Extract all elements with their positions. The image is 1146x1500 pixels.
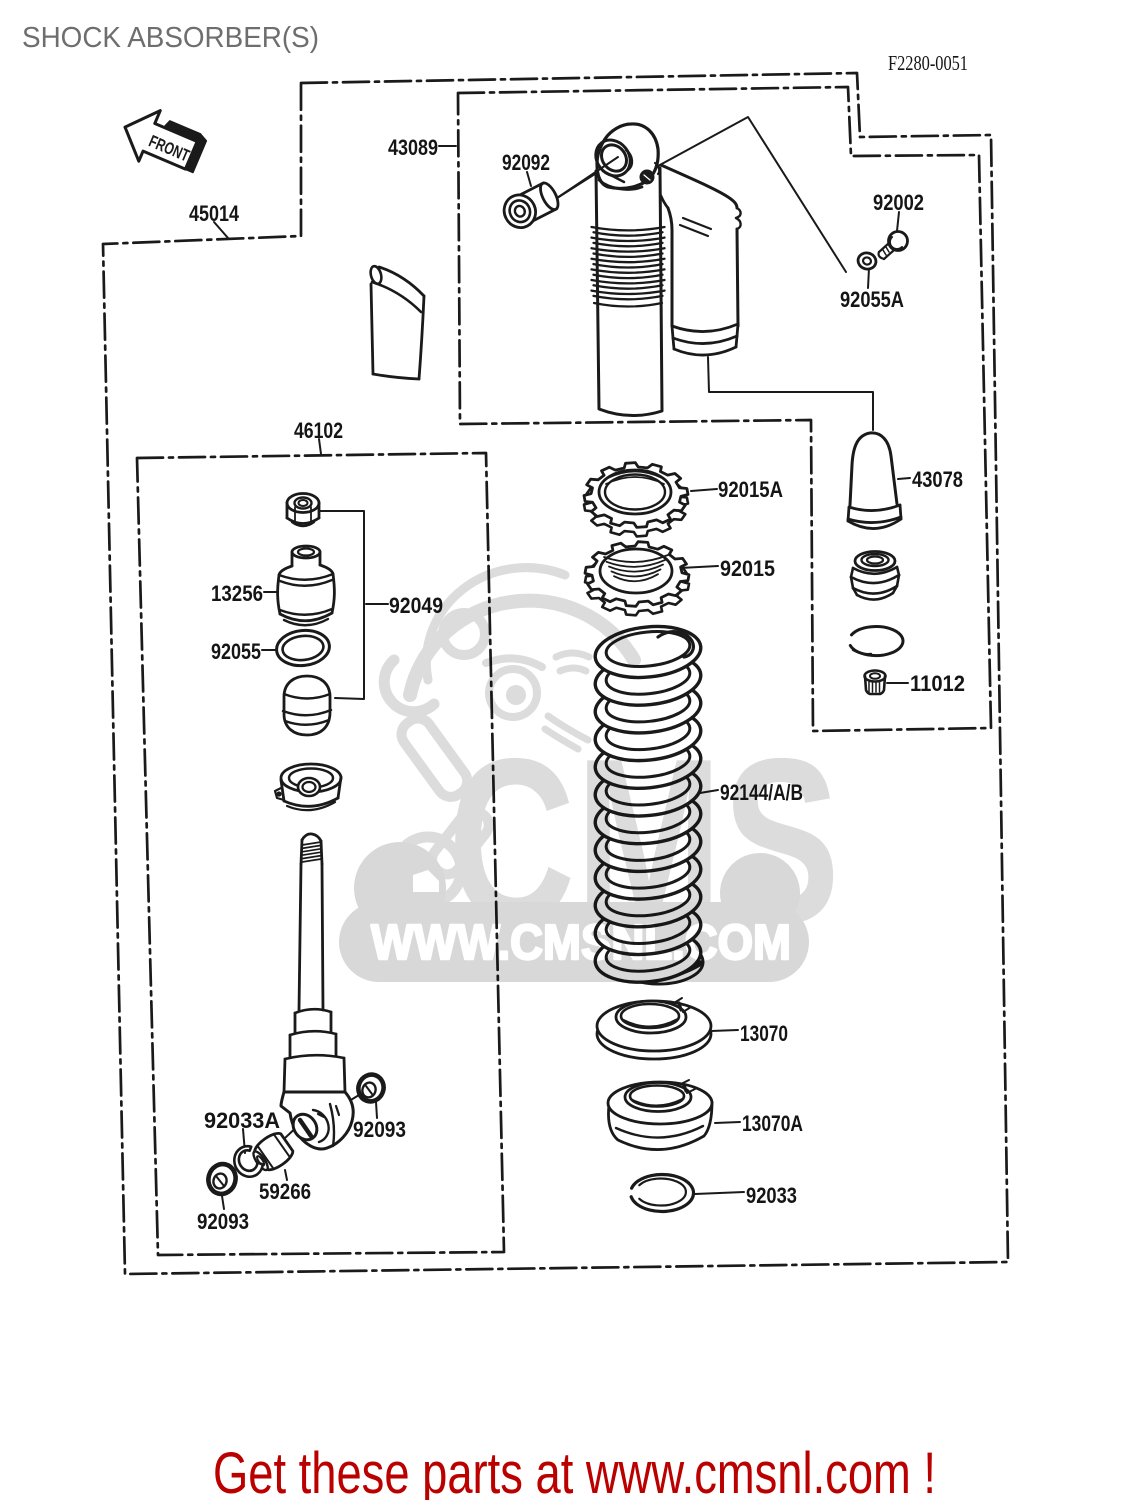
- svg-text:46102: 46102: [294, 418, 343, 443]
- svg-text:13256: 13256: [211, 581, 263, 606]
- svg-text:11012: 11012: [910, 671, 965, 696]
- svg-text:45014: 45014: [189, 201, 240, 226]
- svg-text:92055A: 92055A: [840, 287, 904, 312]
- svg-text:92033A: 92033A: [204, 1108, 280, 1133]
- svg-text:92092: 92092: [502, 150, 550, 175]
- svg-text:92015A: 92015A: [718, 477, 783, 502]
- svg-text:92049: 92049: [389, 593, 443, 618]
- svg-text:WWW.CMSNL.COM: WWW.CMSNL.COM: [371, 916, 791, 970]
- svg-text:92055: 92055: [211, 639, 261, 664]
- svg-text:92144/A/B: 92144/A/B: [720, 780, 803, 805]
- svg-text:SHOCK ABSORBER(S): SHOCK ABSORBER(S): [22, 22, 319, 54]
- svg-text:43089: 43089: [388, 135, 438, 160]
- svg-text:92093: 92093: [197, 1209, 249, 1234]
- svg-text:92033: 92033: [746, 1183, 797, 1208]
- svg-text:92093: 92093: [353, 1117, 406, 1142]
- svg-text:13070A: 13070A: [742, 1111, 803, 1136]
- svg-text:59266: 59266: [259, 1179, 311, 1204]
- svg-text:Get these parts at www.cmsnl.c: Get these parts at www.cmsnl.com !: [213, 1441, 936, 1500]
- svg-text:F2280-0051: F2280-0051: [888, 51, 968, 75]
- svg-text:92015: 92015: [720, 556, 775, 581]
- svg-text:13070: 13070: [740, 1021, 788, 1046]
- svg-text:92002: 92002: [873, 190, 924, 215]
- svg-text:43078: 43078: [912, 467, 963, 492]
